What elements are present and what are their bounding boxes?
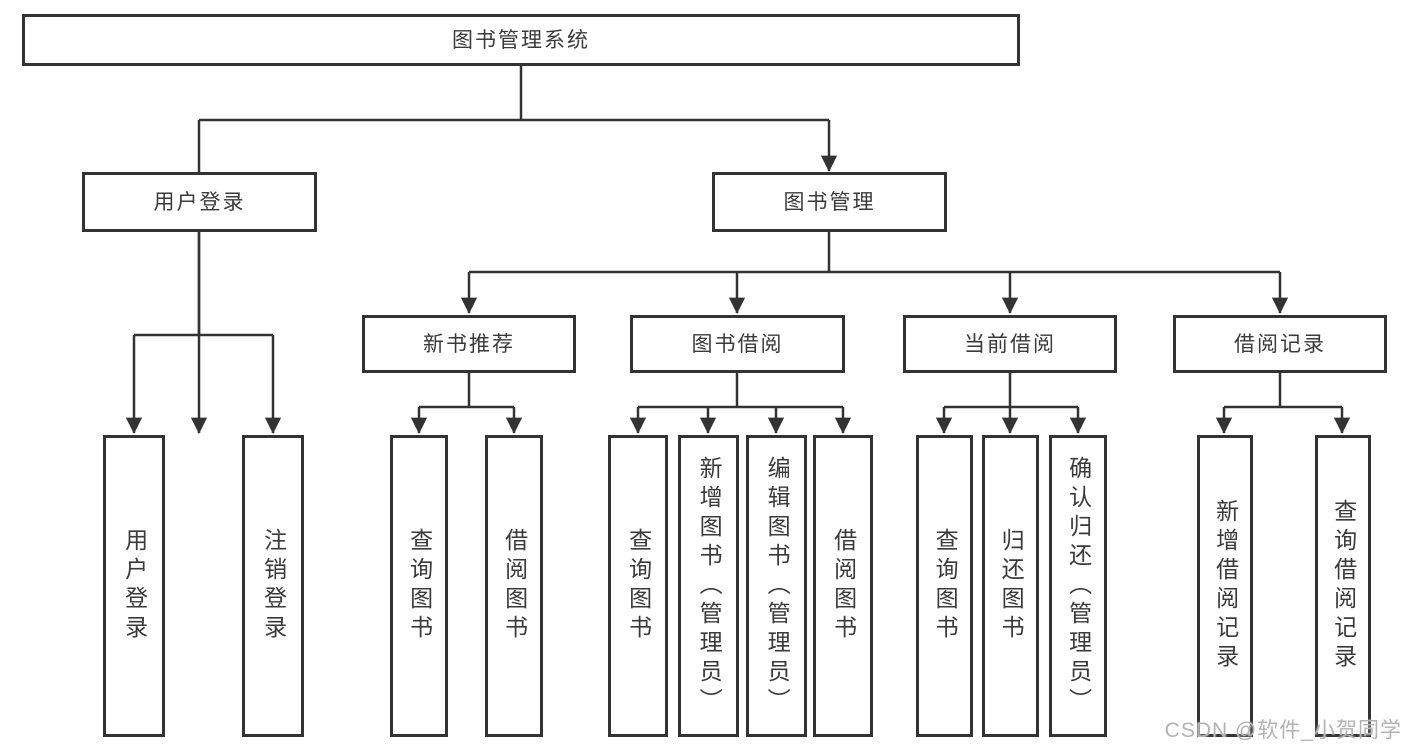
node-new-book-recommend: 新书推荐 — [362, 315, 576, 373]
leaf-borrow-book-recommend: 借阅图书 — [485, 435, 543, 737]
leaf-label: 查询图书 — [932, 528, 959, 644]
node-borrow-record: 借阅记录 — [1173, 315, 1387, 373]
leaf-label: 用户登录 — [121, 528, 148, 644]
leaf-logout: 注销登录 — [242, 435, 304, 737]
leaf-label: 新增图书（管理员） — [696, 455, 723, 717]
leaf-add-book-admin: 新增图书（管理员） — [678, 435, 739, 737]
leaf-label: 归还图书 — [998, 528, 1025, 644]
leaf-add-borrow-record: 新增借阅记录 — [1197, 435, 1253, 737]
leaf-label: 借阅图书 — [830, 528, 857, 644]
leaf-return-book: 归还图书 — [982, 435, 1039, 737]
leaf-label: 编辑图书（管理员） — [764, 455, 791, 717]
leaf-query-book-recommend: 查询图书 — [390, 435, 448, 737]
leaf-label: 查询借阅记录 — [1330, 499, 1357, 673]
node-book-management: 图书管理 — [712, 172, 947, 232]
leaf-query-borrow-record: 查询借阅记录 — [1315, 435, 1371, 737]
leaf-confirm-return-admin: 确认归还（管理员） — [1049, 435, 1107, 737]
leaf-query-book-current: 查询图书 — [916, 435, 973, 737]
csdn-watermark: CSDN @软件_小贺同学 — [1164, 719, 1402, 742]
node-root: 图书管理系统 — [22, 14, 1020, 66]
leaf-label: 注销登录 — [260, 528, 287, 644]
leaf-query-book-borrow: 查询图书 — [608, 435, 668, 737]
leaf-user-login: 用户登录 — [103, 435, 165, 737]
node-user-login: 用户登录 — [82, 172, 317, 232]
leaf-label: 查询图书 — [406, 528, 433, 644]
leaf-label: 新增借阅记录 — [1212, 499, 1239, 673]
leaf-label: 查询图书 — [625, 528, 652, 644]
node-current-borrow: 当前借阅 — [903, 315, 1117, 373]
leaf-label: 借阅图书 — [501, 528, 528, 644]
node-book-borrow: 图书借阅 — [630, 315, 845, 373]
leaf-edit-book-admin: 编辑图书（管理员） — [746, 435, 807, 737]
leaf-label: 确认归还（管理员） — [1065, 455, 1092, 717]
connector-group — [125, 66, 1351, 434]
leaf-borrow-book: 借阅图书 — [813, 435, 873, 737]
